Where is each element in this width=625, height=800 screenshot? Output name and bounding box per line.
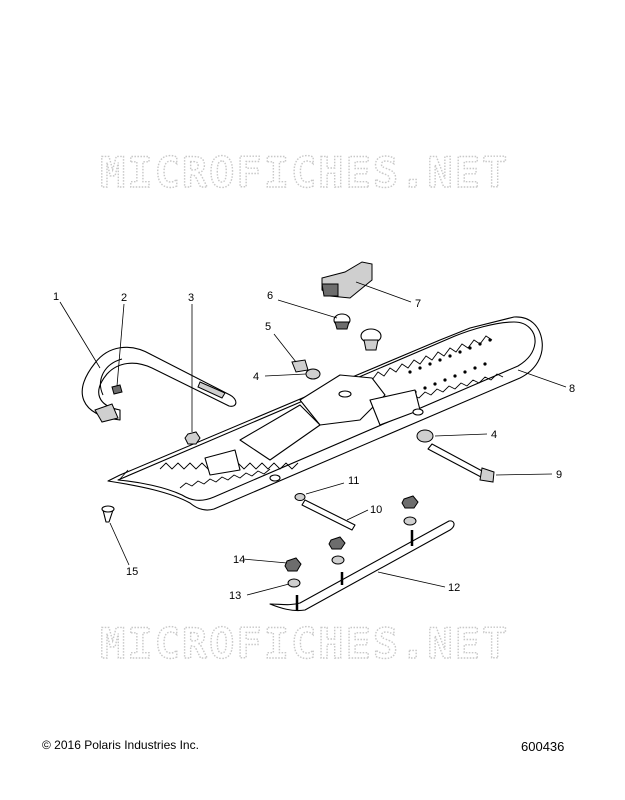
part-7-saddle xyxy=(321,261,373,299)
part-4-washer-right xyxy=(416,429,434,443)
callout-7: 7 xyxy=(415,298,421,310)
part-5-bushing xyxy=(291,359,309,373)
callout-10: 10 xyxy=(370,504,382,516)
callout-4-right: 4 xyxy=(491,429,497,441)
part-12-runner xyxy=(269,520,455,612)
part-3-nut xyxy=(184,431,201,445)
callout-4-left: 4 xyxy=(253,371,259,383)
part-6-bolt xyxy=(333,313,351,330)
nut-center xyxy=(328,536,346,550)
nut-right xyxy=(401,495,419,509)
part-13-washer xyxy=(287,578,301,588)
ski-body xyxy=(107,316,543,511)
part-2-clip xyxy=(111,384,123,395)
watermark-bottom: MICROFICHES.NET xyxy=(100,619,509,668)
washer-right xyxy=(403,516,417,526)
ski-loop-handle xyxy=(81,346,237,423)
callout-9: 9 xyxy=(556,469,562,481)
part-14-nut xyxy=(284,557,302,572)
callout-12: 12 xyxy=(448,582,460,594)
callout-6: 6 xyxy=(267,290,273,302)
leader-lines xyxy=(59,281,567,596)
part-10-bolt xyxy=(301,499,356,531)
copyright-text: © 2016 Polaris Industries Inc. xyxy=(42,738,199,752)
watermark-top: MICROFICHES.NET xyxy=(100,148,509,197)
part-4-washer-left xyxy=(305,368,321,380)
callout-11: 11 xyxy=(348,475,359,487)
callout-2: 2 xyxy=(121,292,127,304)
washer-center xyxy=(331,555,345,565)
callout-14: 14 xyxy=(233,554,245,566)
callout-15: 15 xyxy=(126,566,138,578)
callout-5: 5 xyxy=(265,321,271,333)
callout-8: 8 xyxy=(569,383,575,395)
callout-numbers: 1 2 3 4 4 5 6 7 8 9 10 11 12 13 14 15 xyxy=(53,290,575,602)
part-15-bolt xyxy=(101,505,115,523)
pivot-bushing xyxy=(360,328,382,351)
callout-1: 1 xyxy=(53,291,59,303)
callout-13: 13 xyxy=(229,590,241,602)
figure-number: 600436 xyxy=(521,739,565,754)
callout-3: 3 xyxy=(188,292,194,304)
part-9-bolt xyxy=(427,443,495,483)
part-11-washer xyxy=(294,493,306,501)
